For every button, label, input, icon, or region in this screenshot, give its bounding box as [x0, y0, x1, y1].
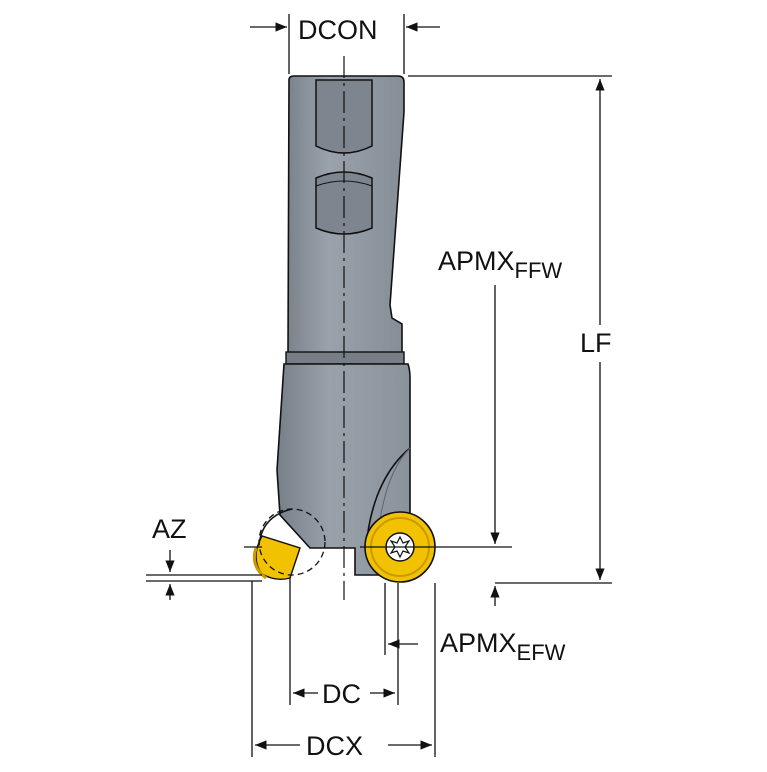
cutter-body	[276, 56, 411, 600]
label-dcx: DCX	[306, 731, 363, 761]
label-az: AZ	[152, 514, 187, 544]
label-lf: LF	[580, 328, 612, 358]
label-dc: DC	[322, 679, 361, 709]
left-insert	[252, 508, 326, 581]
dimensions	[146, 14, 612, 757]
label-apmx-ffw-main: APMX	[438, 246, 515, 276]
label-apmx-efw-sub: EFW	[517, 640, 566, 665]
neck-ring	[285, 351, 405, 365]
label-dcon: DCON	[298, 15, 378, 45]
label-apmx-ffw-sub: FFW	[515, 258, 563, 283]
label-apmx-efw-main: APMX	[440, 628, 517, 658]
dimension-labels: DCON APMXFFW LF AZ APMXEFW DC DCX	[152, 15, 612, 761]
label-apmx-ffw: APMXFFW	[438, 246, 562, 283]
label-apmx-efw: APMXEFW	[440, 628, 566, 665]
